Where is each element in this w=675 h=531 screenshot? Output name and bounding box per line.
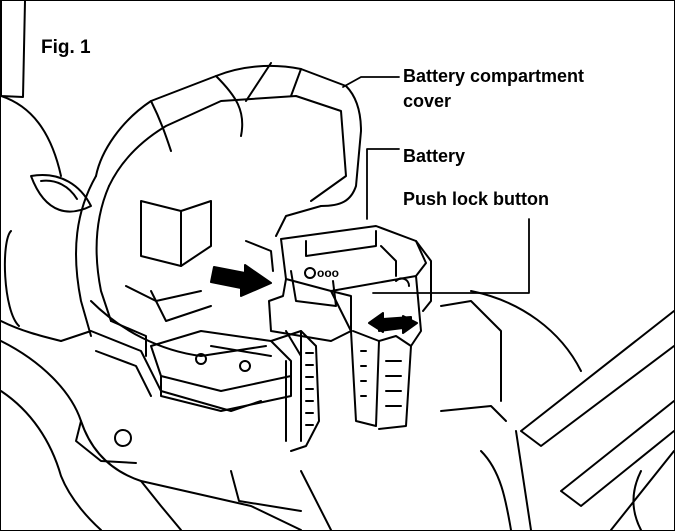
- handle-frame: [1, 1, 92, 342]
- callout-cover-line1: Battery compartment: [403, 66, 585, 86]
- installed-battery: [268, 225, 432, 430]
- compartment-walls: [60, 300, 507, 422]
- figure-title: Fig. 1: [41, 37, 91, 58]
- right-handle-bars: [520, 310, 674, 530]
- leader-lines: [342, 76, 530, 294]
- callout-cover-line2: cover: [403, 91, 452, 111]
- push-lock-arrows: [368, 312, 418, 334]
- callout-battery: Battery: [403, 146, 466, 166]
- spare-battery: [150, 330, 320, 452]
- callout-push-lock: Push lock button: [403, 189, 549, 209]
- deck-body: [1, 290, 582, 530]
- insert-arrow: [210, 264, 272, 297]
- battery-fuel-gauge-text: ooo: [317, 266, 339, 280]
- callout-cover: Battery compartment cover: [403, 64, 584, 114]
- compartment-cover: [75, 62, 362, 337]
